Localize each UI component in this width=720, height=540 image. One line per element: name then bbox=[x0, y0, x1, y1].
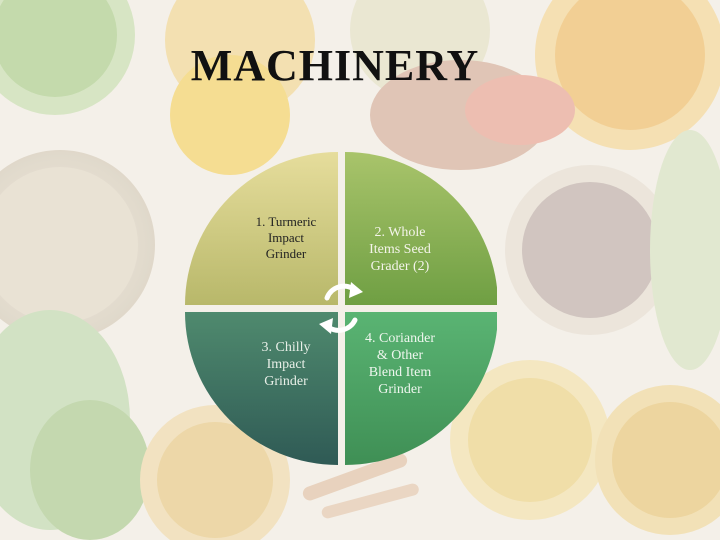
quadrant-label-3: 3. Chilly Impact Grinder bbox=[261, 340, 311, 389]
quadrant-label-2: 2. Whole Items Seed Grader (2) bbox=[369, 225, 431, 274]
slide-title: MACHINERY bbox=[190, 41, 480, 90]
quadrant-1-turmeric bbox=[185, 152, 338, 305]
quadrant-4-coriander bbox=[345, 312, 497, 465]
quadrant-label-4: 4. Coriander & Other Blend Item Grinder bbox=[365, 331, 435, 397]
quadrant-label-1: 1. Turmeric Impact Grinder bbox=[255, 214, 317, 261]
machinery-quadrant-diagram bbox=[185, 152, 497, 465]
quadrant-3-chilly bbox=[185, 312, 338, 465]
quadrant-2-whole-items bbox=[345, 152, 497, 305]
